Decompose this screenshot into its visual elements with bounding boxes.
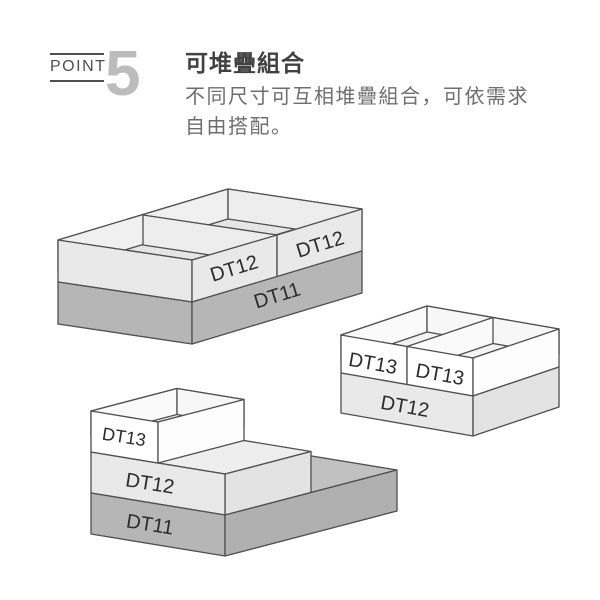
section-title: 可堆疊組合 <box>185 50 305 76</box>
section-description-line1: 不同尺寸可互相堆疊組合，可依需求 <box>185 86 529 108</box>
stack-illustration-2: DT13 DT13 DT12 <box>340 305 560 437</box>
section-description-line2: 自由搭配。 <box>185 116 293 138</box>
section-description: 不同尺寸可互相堆疊組合，可依需求 自由搭配。 <box>185 82 529 142</box>
dt11-right-face <box>224 469 398 557</box>
point-number: 5 <box>105 37 141 109</box>
dt12-right-face <box>472 366 560 437</box>
stack-illustration-1: DT12 DT12 DT11 <box>57 188 363 345</box>
point-label: POINT <box>50 58 107 75</box>
dt11-front-face <box>191 250 363 345</box>
dt13-right-end-face <box>157 398 245 464</box>
stack-illustration-3: DT13 DT12 DT11 <box>90 387 398 557</box>
point-badge: POINT <box>50 53 107 82</box>
